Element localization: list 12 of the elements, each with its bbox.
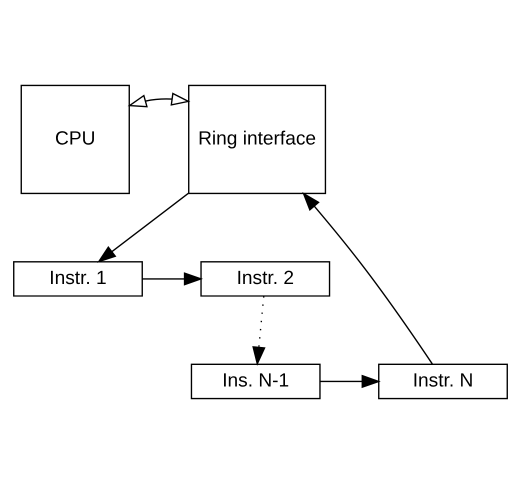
node-box: Ins. N-1 (190, 363, 321, 399)
arrow (142, 272, 204, 286)
arrow (252, 296, 266, 366)
arrow (128, 92, 190, 107)
arrow (302, 192, 433, 364)
arrow (97, 192, 189, 262)
arrow (320, 374, 381, 388)
node-box: CPU (20, 84, 130, 194)
node-box: Ring interface (188, 84, 326, 194)
node-box: Instr. 1 (13, 260, 143, 296)
node-box: Instr. N (378, 363, 508, 399)
node-box: Instr. 2 (200, 260, 330, 296)
